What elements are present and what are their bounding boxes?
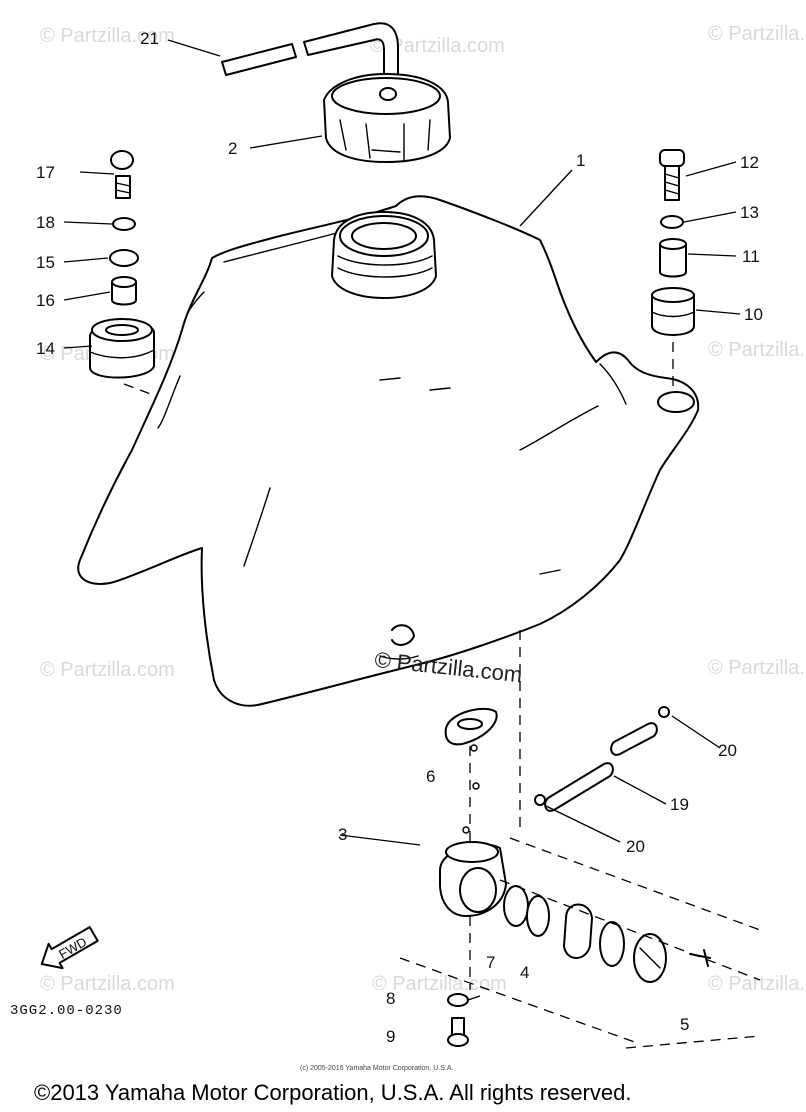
part-17-bolt xyxy=(110,150,134,199)
footer-copyright: ©2013 Yamaha Motor Corporation, U.S.A. A… xyxy=(34,1080,631,1105)
watermark: © Partzilla.com xyxy=(40,973,175,995)
callout-3: 3 xyxy=(338,825,347,844)
part-4-oring xyxy=(526,895,550,937)
callout-19: 19 xyxy=(670,795,689,814)
callout-labels: 21 2 1 17 18 15 16 14 12 13 11 10 20 19 … xyxy=(36,29,763,1046)
part-19-fuel-hose xyxy=(544,722,658,812)
small-copyright: (c) 2005-2016 Yamaha Motor Corporation, … xyxy=(300,1065,453,1072)
watermark: © Partzilla.com xyxy=(40,659,175,681)
watermark: © Partzilla.com xyxy=(370,35,505,57)
part-12-bolt xyxy=(659,149,685,201)
part-10-damper xyxy=(651,287,695,336)
callout-20-lower: 20 xyxy=(626,837,645,856)
watermark: © Partzilla.com xyxy=(708,973,806,995)
part-14-damper xyxy=(89,318,155,379)
callout-10: 10 xyxy=(744,305,763,324)
part-13-washer xyxy=(660,215,684,229)
part-9-screw xyxy=(447,1017,469,1047)
callout-8: 8 xyxy=(386,989,395,1008)
fwd-arrow: FWD xyxy=(40,926,99,970)
watermark: © Partzilla.com xyxy=(708,339,806,361)
callout-12: 12 xyxy=(740,153,759,172)
part-3-fuel-cock xyxy=(439,826,507,917)
watermark: © Partzilla.com xyxy=(708,23,806,45)
callout-2: 2 xyxy=(228,139,237,158)
callout-4: 4 xyxy=(520,963,529,982)
callout-6: 6 xyxy=(426,767,435,786)
callout-5: 5 xyxy=(680,1015,689,1034)
diagram-code: 3GG2.00-0230 xyxy=(10,1003,123,1019)
callout-21: 21 xyxy=(140,29,159,48)
callout-20-upper: 20 xyxy=(718,741,737,760)
part-1-fuel-tank xyxy=(77,195,700,707)
watermark: © Partzilla.com xyxy=(40,25,175,47)
callout-9: 9 xyxy=(386,1027,395,1046)
callout-14: 14 xyxy=(36,339,55,358)
part-7-oring xyxy=(503,885,529,927)
part-5-filter xyxy=(563,903,711,983)
callout-16: 16 xyxy=(36,291,55,310)
callout-18: 18 xyxy=(36,213,55,232)
callout-17: 17 xyxy=(36,163,55,182)
callout-11: 11 xyxy=(742,247,760,266)
part-15-washer xyxy=(109,249,139,267)
part-11-collar xyxy=(659,238,687,278)
part-8-washer xyxy=(447,993,469,1007)
watermark: © Partzilla.com xyxy=(372,973,507,995)
part-6-gasket xyxy=(444,707,498,790)
part-20-clip xyxy=(534,706,670,806)
watermark: © Partzilla.com xyxy=(708,657,806,679)
callout-7: 7 xyxy=(486,953,495,972)
callout-15: 15 xyxy=(36,253,55,272)
part-16-collar xyxy=(111,276,137,306)
part-2-fuel-cap xyxy=(323,73,451,163)
part-18-washer xyxy=(112,217,136,231)
callout-1: 1 xyxy=(576,151,585,170)
leader-lines xyxy=(63,39,741,1001)
callout-13: 13 xyxy=(740,203,759,222)
